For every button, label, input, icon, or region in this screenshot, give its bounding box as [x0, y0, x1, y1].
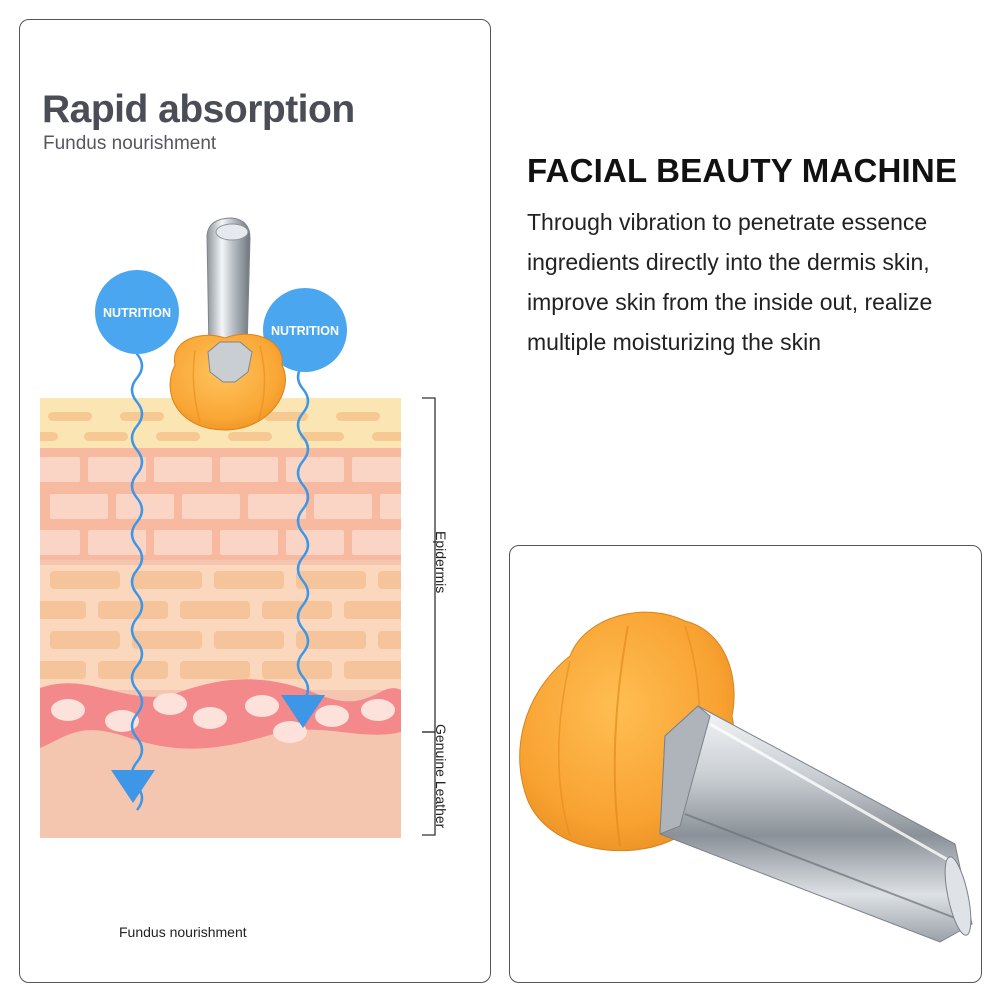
- facial-massager-product-icon: [519, 611, 973, 943]
- epidermis-label: Epidermis: [433, 531, 449, 594]
- panel-subtitle: Fundus nourishment: [43, 133, 217, 154]
- nutrition-badge-right: NUTRITION: [263, 288, 347, 372]
- penetration-arrow-right: [281, 364, 325, 728]
- description-line: improve skin from the inside out, realiz…: [527, 289, 933, 315]
- dermis-label: Genuine Leather: [433, 724, 449, 829]
- nutrition-label-right: NUTRITION: [271, 324, 339, 338]
- facial-massager-icon: [169, 217, 286, 431]
- skin-cross-section: [40, 398, 401, 838]
- nutrition-badge-left: NUTRITION: [95, 270, 179, 354]
- product-description: Through vibration to penetrate essence i…: [527, 202, 987, 362]
- infographic-panel: Rapid absorption Fundus nourishment: [19, 19, 491, 983]
- description-line: multiple moisturizing the skin: [527, 329, 822, 355]
- product-headline: FACIAL BEAUTY MACHINE: [527, 152, 958, 189]
- footer-caption: Fundus nourishment: [119, 924, 247, 940]
- description-line: ingredients directly into the dermis ski…: [527, 249, 930, 275]
- product-photo-panel: [509, 545, 982, 983]
- skin-layers-diagram: NUTRITION NUTRITION: [40, 217, 436, 838]
- nutrition-label-left: NUTRITION: [103, 306, 171, 320]
- penetration-arrow-left: [111, 329, 155, 811]
- panel-title: Rapid absorption: [42, 88, 355, 131]
- layer-bracket: [422, 397, 436, 836]
- description-line: Through vibration to penetrate essence: [527, 209, 928, 235]
